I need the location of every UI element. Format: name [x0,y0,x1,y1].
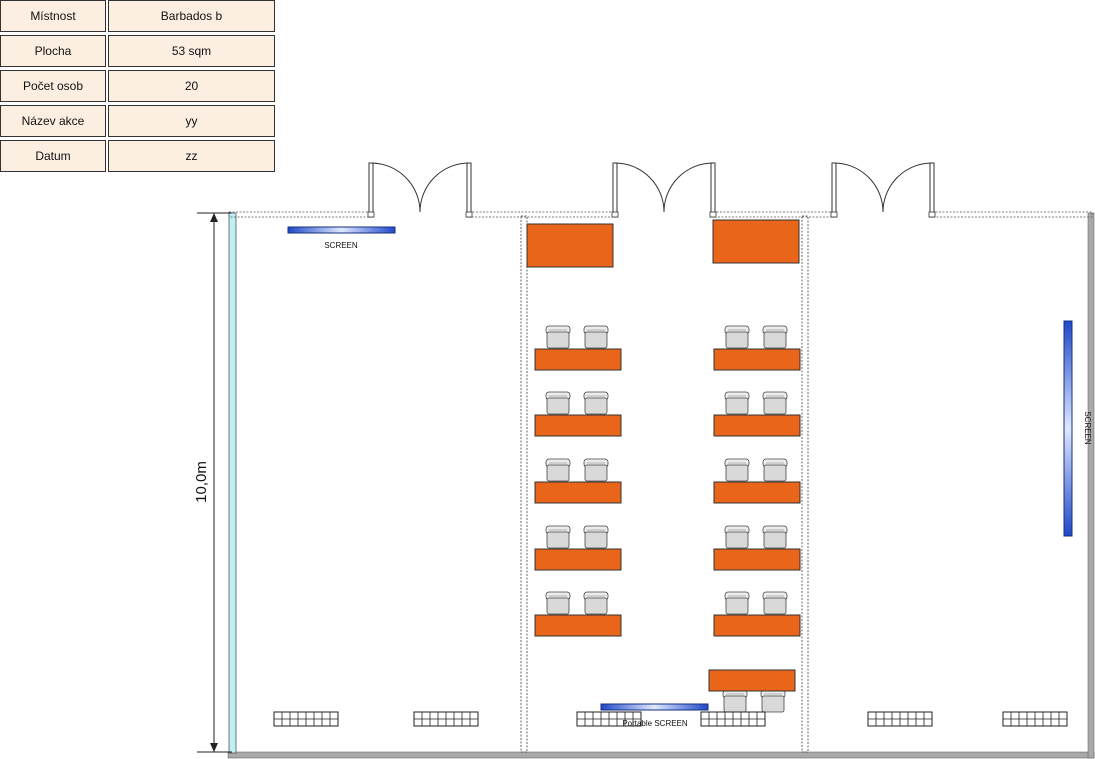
chair [722,689,748,713]
big-table [526,223,614,268]
chair [583,391,609,415]
screen-right [1063,320,1073,537]
partition-wall-left [520,215,528,753]
radiators [273,711,1068,727]
bottom-wall [227,751,1095,759]
info-value: 20 [108,70,275,102]
top-wall-segment [468,211,615,218]
outer-walls [227,211,1095,759]
chair [583,525,609,549]
desk-with-chairs [713,591,801,637]
desk [713,481,801,504]
partition-walls [520,215,809,753]
desk [713,348,801,371]
radiator [1002,711,1068,727]
big-tables [526,219,800,268]
desk [713,614,801,637]
info-value: zz [108,140,275,172]
double-door [611,162,717,218]
double-door [830,162,936,218]
chair [583,458,609,482]
screens: SCREEN SCREEN [287,226,1092,711]
desk-with-chairs [713,525,801,571]
chair [724,325,750,349]
chair [545,591,571,615]
lecturer-desk [708,669,796,713]
radiator [867,711,933,727]
info-value: Barbados b [108,0,275,32]
screen-right-label: SCREEN [1083,411,1092,445]
radiator [413,711,479,727]
chair [762,525,788,549]
desk-with-chairs [713,391,801,437]
desk [534,414,622,437]
doors [367,162,936,218]
radiator [700,711,766,727]
portable-screen [600,703,709,711]
chair [545,525,571,549]
window-wall [228,212,237,754]
desk [713,548,801,571]
big-table [712,219,800,264]
desks [534,325,801,713]
chair [724,525,750,549]
chair [724,458,750,482]
desk-with-chairs [534,591,622,637]
chair [583,325,609,349]
dimension-label: 10,0m [193,461,210,503]
top-wall-segment [931,211,1093,218]
right-wall [1087,212,1095,759]
chair [545,391,571,415]
desk [534,481,622,504]
chair [760,689,786,713]
info-key: Místnost [0,0,106,32]
desk [534,614,622,637]
screen-left [287,226,396,234]
info-key: Počet osob [0,70,106,102]
screen-left-label: SCREEN [324,241,358,250]
chair [583,591,609,615]
chair [762,391,788,415]
info-key: Název akce [0,105,106,137]
radiator [273,711,339,727]
radiator [576,711,642,727]
chair [762,591,788,615]
top-wall-segment [228,211,371,218]
top-wall-segment [712,211,834,218]
desk-with-chairs [534,325,622,371]
info-value: yy [108,105,275,137]
dimension-line: 10,0m [193,212,232,753]
desk [713,414,801,437]
desk-with-chairs [713,325,801,371]
desk-with-chairs [534,525,622,571]
desk [534,548,622,571]
chair [762,458,788,482]
desk [708,669,796,692]
chair [724,591,750,615]
desk-with-chairs [713,458,801,504]
chair [762,325,788,349]
info-key: Datum [0,140,106,172]
desk [534,348,622,371]
portable-screen-label: Portable SCREEN [622,719,688,728]
info-key: Plocha [0,35,106,67]
chair [724,391,750,415]
info-value: 53 sqm [108,35,275,67]
chair [545,325,571,349]
desk-with-chairs [534,391,622,437]
chair [545,458,571,482]
double-door [367,162,473,218]
partition-wall-right [801,215,809,753]
desk-with-chairs [534,458,622,504]
